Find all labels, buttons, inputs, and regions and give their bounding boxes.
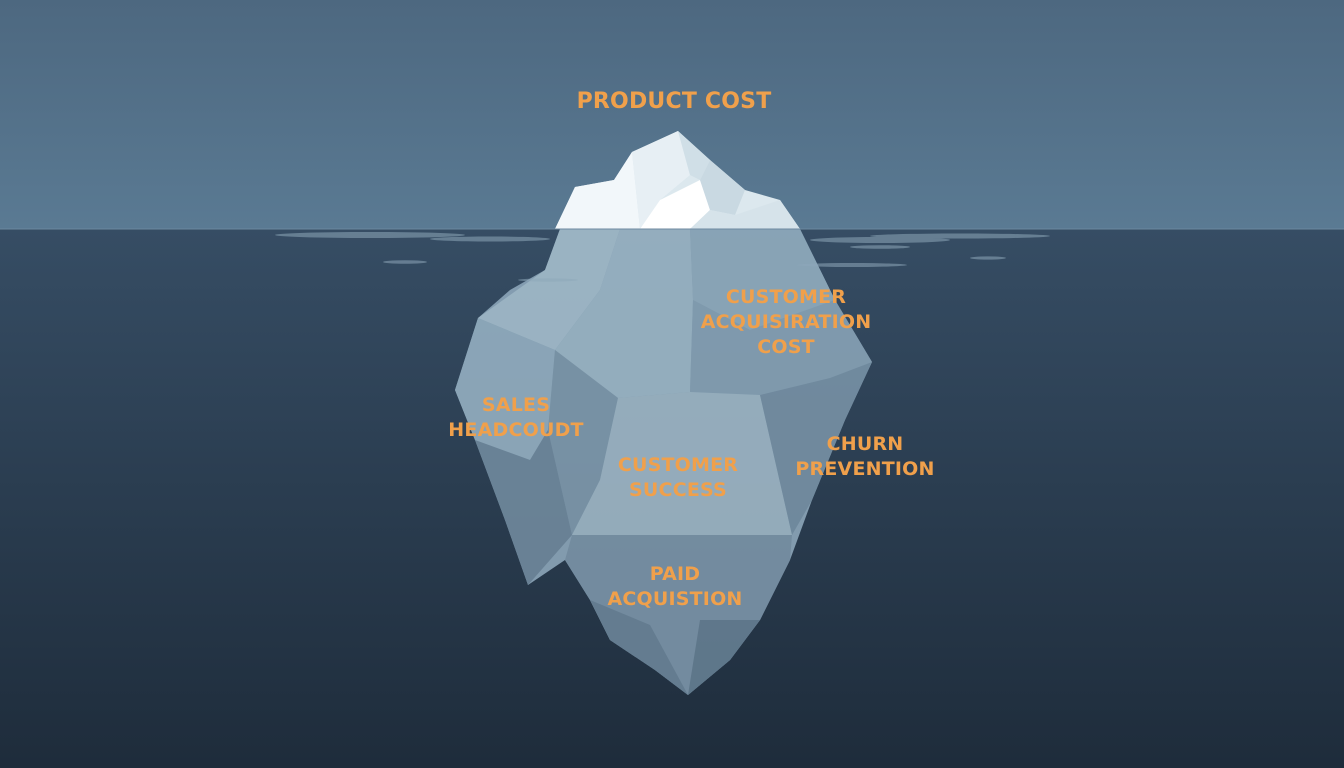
cs-line-1: CUSTOMER <box>617 454 739 476</box>
label-product-cost: PRODUCT COST <box>577 89 772 115</box>
sales-line-2: HEADCOUDT <box>448 419 584 441</box>
cac-line-2: ACQUISIRATION <box>700 311 872 333</box>
cs-line-2: SUCCESS <box>629 479 727 501</box>
churn-line-2: PREVENTION <box>795 458 935 480</box>
sales-line-1: SALES <box>481 394 551 416</box>
water-ripples <box>0 228 1344 282</box>
paid-line-1: PAID <box>649 563 701 585</box>
label-sales-headcount: SALES HEADCOUDT <box>448 393 583 443</box>
churn-line-1: CHURN <box>826 433 904 455</box>
product-cost-text: PRODUCT COST <box>576 89 772 114</box>
cac-line-1: CUSTOMER <box>725 286 847 308</box>
iceberg-tip <box>555 131 800 229</box>
label-customer-success: CUSTOMER SUCCESS <box>618 453 738 503</box>
iceberg-submerged <box>455 229 872 695</box>
paid-line-2: ACQUISTION <box>607 588 743 610</box>
label-customer-acquisition-cost: CUSTOMER ACQUISIRATION COST <box>701 285 872 360</box>
cac-line-3: COST <box>757 336 815 358</box>
label-churn-prevention: CHURN PREVENTION <box>795 432 934 482</box>
label-paid-acquisition: PAID ACQUISTION <box>607 562 742 612</box>
